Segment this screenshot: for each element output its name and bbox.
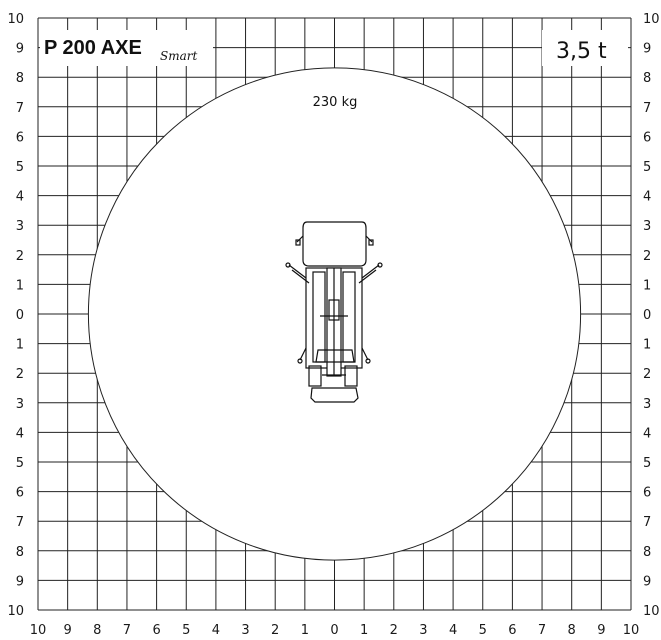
- y-tick-label-right: 4: [643, 426, 651, 441]
- x-tick-label: 5: [479, 623, 487, 638]
- y-tick-label-right: 4: [643, 190, 651, 205]
- y-tick-label-left: 4: [16, 190, 24, 205]
- y-tick-label-left: 7: [16, 101, 24, 116]
- y-tick-label-left: 9: [16, 42, 24, 57]
- y-tick-label-left: 10: [7, 12, 24, 27]
- x-tick-label: 6: [152, 623, 160, 638]
- y-tick-label-right: 9: [643, 574, 651, 589]
- y-tick-label-right: 3: [643, 219, 651, 234]
- y-tick-label-right: 1: [643, 338, 651, 353]
- x-tick-label: 9: [597, 623, 605, 638]
- capacity-box-bg: [542, 30, 628, 66]
- x-tick-label: 4: [212, 623, 220, 638]
- y-tick-label-right: 1: [643, 278, 651, 293]
- y-tick-label-right: 6: [643, 130, 651, 145]
- y-tick-label-right: 5: [643, 160, 651, 175]
- x-tick-label: 1: [301, 623, 309, 638]
- y-tick-label-right: 8: [643, 545, 651, 560]
- y-tick-label-left: 2: [16, 249, 24, 264]
- x-tick-label: 8: [568, 623, 576, 638]
- y-tick-label-left: 7: [16, 515, 24, 530]
- x-tick-label: 5: [182, 623, 190, 638]
- y-tick-label-left: 5: [16, 160, 24, 175]
- y-tick-label-right: 0: [643, 308, 651, 323]
- y-tick-label-right: 3: [643, 397, 651, 412]
- x-tick-label: 6: [508, 623, 516, 638]
- y-tick-label-right: 5: [643, 456, 651, 471]
- y-tick-label-right: 10: [643, 604, 660, 619]
- y-tick-label-left: 6: [16, 130, 24, 145]
- y-tick-label-right: 9: [643, 42, 651, 57]
- y-tick-label-left: 8: [16, 71, 24, 86]
- y-tick-label-right: 10: [643, 12, 660, 27]
- y-tick-label-left: 9: [16, 574, 24, 589]
- x-tick-label: 9: [64, 623, 72, 638]
- x-tick-label: 4: [449, 623, 457, 638]
- x-tick-label: 8: [93, 623, 101, 638]
- x-tick-label: 2: [271, 623, 279, 638]
- x-tick-label: 7: [538, 623, 546, 638]
- x-tick-label: 3: [241, 623, 249, 638]
- y-tick-label-left: 6: [16, 486, 24, 501]
- y-tick-label-left: 4: [16, 426, 24, 441]
- y-tick-label-right: 7: [643, 101, 651, 116]
- x-tick-label: 2: [390, 623, 398, 638]
- model-name: P 200 AXE: [44, 37, 142, 59]
- model-suffix: Smart: [160, 49, 197, 63]
- y-tick-label-left: 8: [16, 545, 24, 560]
- y-tick-label-left: 10: [7, 604, 24, 619]
- x-tick-label: 10: [30, 623, 47, 638]
- y-tick-label-left: 0: [16, 308, 24, 323]
- y-tick-label-right: 8: [643, 71, 651, 86]
- y-tick-label-left: 2: [16, 367, 24, 382]
- y-tick-label-right: 7: [643, 515, 651, 530]
- capacity-label: 3,5 t: [556, 39, 607, 64]
- x-tick-label: 0: [330, 623, 338, 638]
- x-tick-label: 3: [419, 623, 427, 638]
- x-tick-label: 7: [123, 623, 131, 638]
- y-tick-label-left: 5: [16, 456, 24, 471]
- truck-top-view-icon: [285, 221, 383, 403]
- x-tick-label: 1: [360, 623, 368, 638]
- x-tick-label: 10: [623, 623, 640, 638]
- y-tick-label-left: 1: [16, 278, 24, 293]
- y-tick-label-left: 3: [16, 219, 24, 234]
- title-box-bg: [40, 30, 213, 66]
- y-tick-label-left: 1: [16, 338, 24, 353]
- load-label: 230 kg: [313, 95, 358, 110]
- y-tick-label-right: 6: [643, 486, 651, 501]
- y-tick-label-right: 2: [643, 367, 651, 382]
- y-tick-label-left: 3: [16, 397, 24, 412]
- y-tick-label-right: 2: [643, 249, 651, 264]
